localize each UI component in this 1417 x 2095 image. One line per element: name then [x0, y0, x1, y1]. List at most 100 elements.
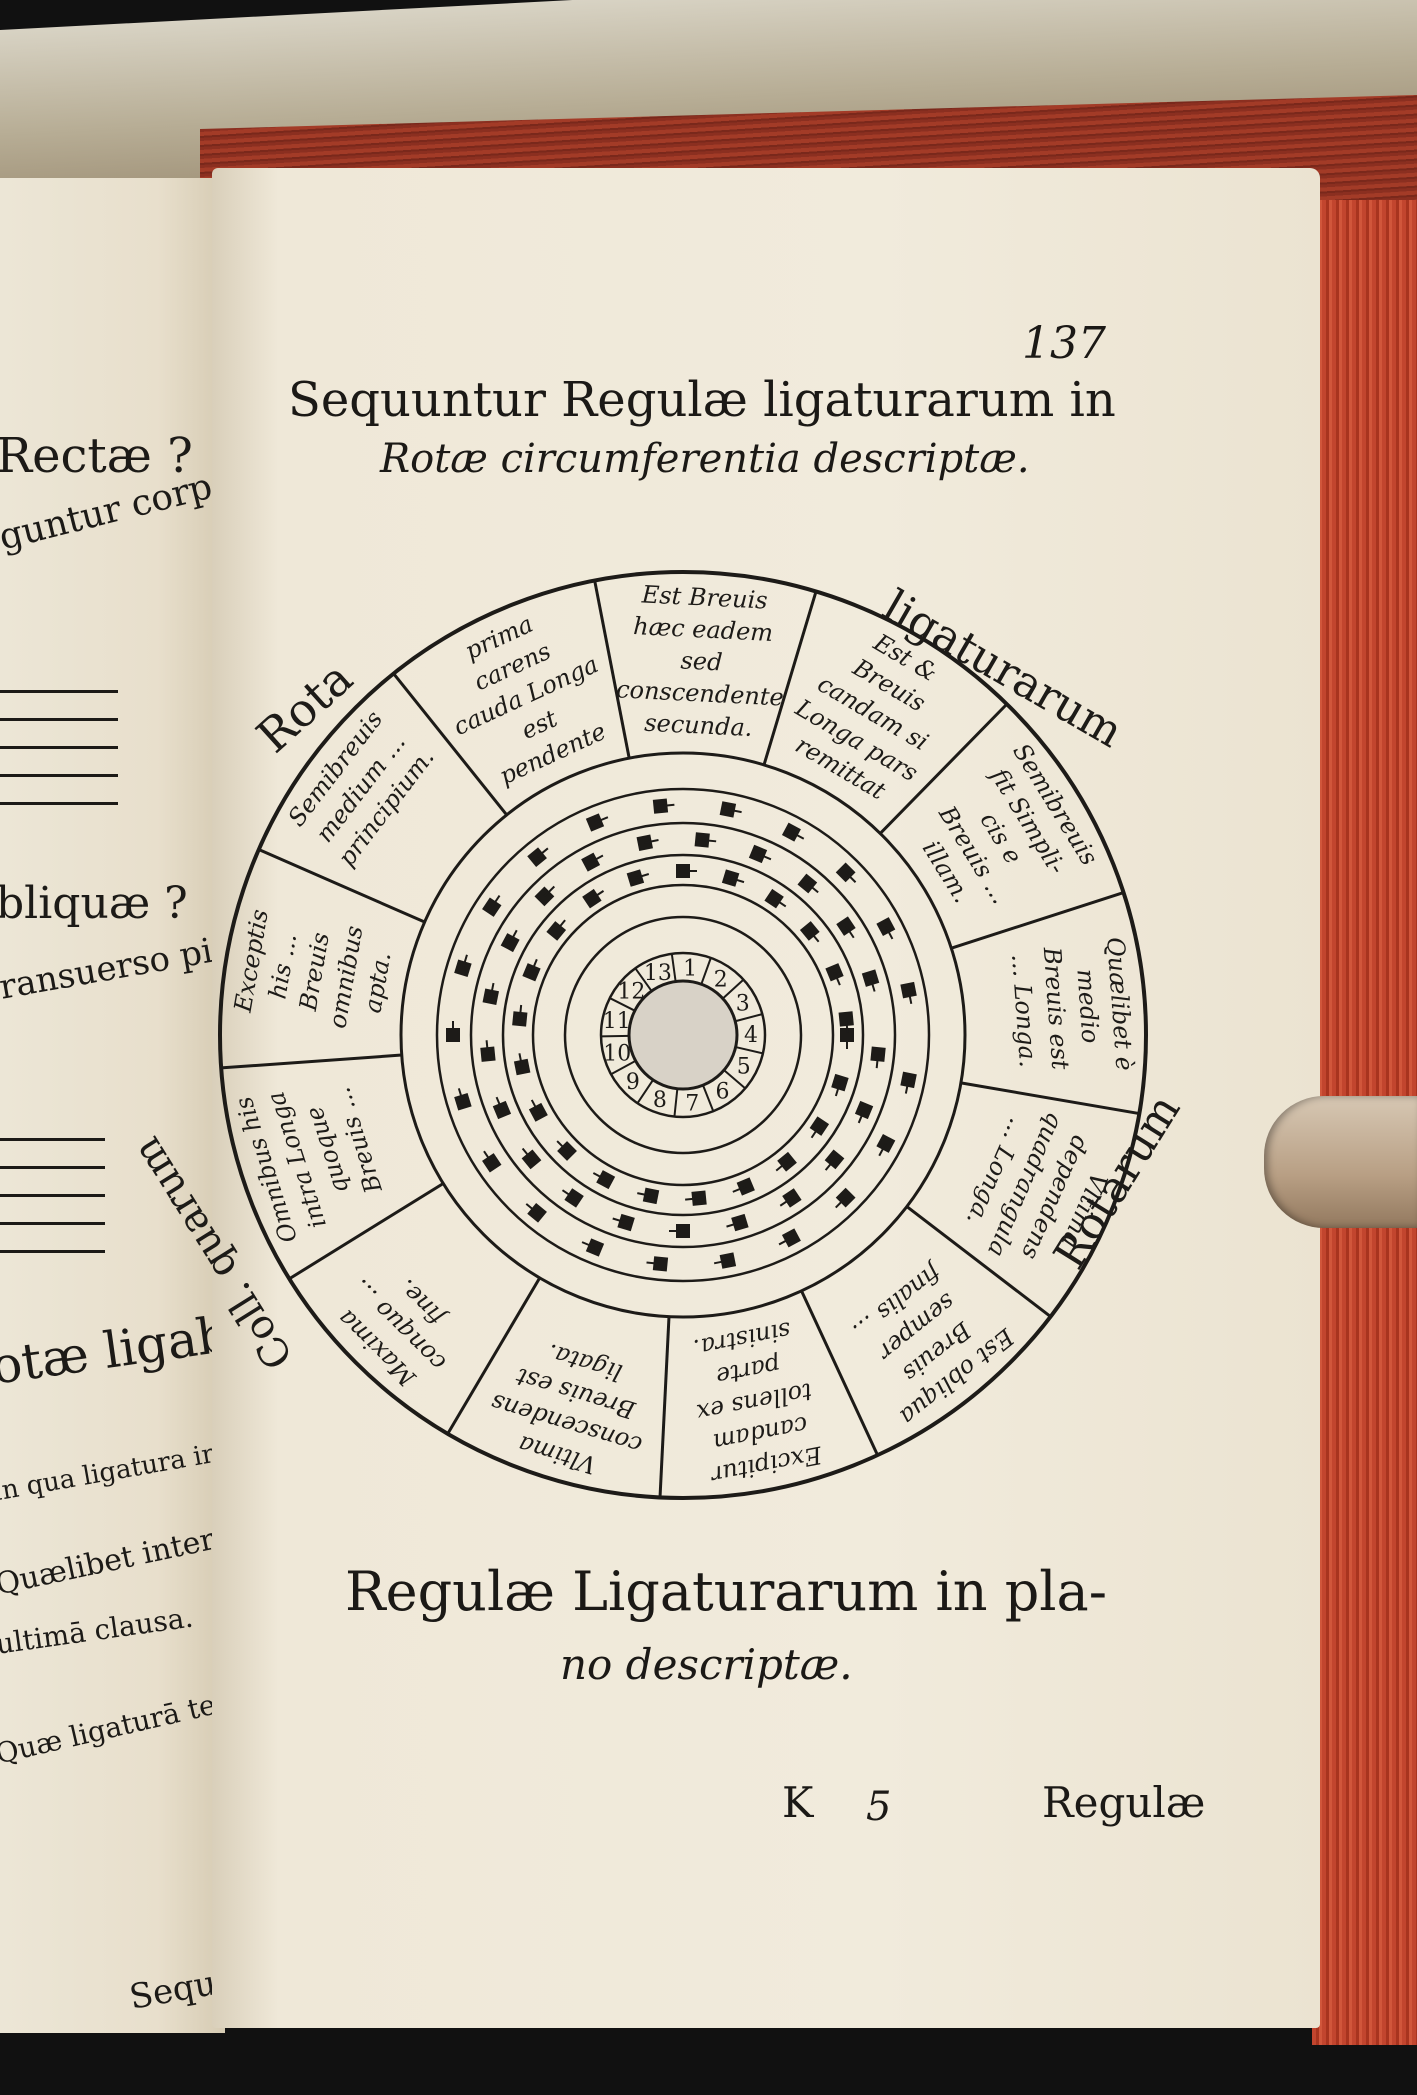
- right-page: [212, 168, 1320, 2028]
- ligature-note-stem: [845, 1018, 849, 1033]
- wheel-number: 8: [653, 1088, 667, 1113]
- ligature-note-stem: [779, 1197, 793, 1207]
- ligature-note-stem: [509, 929, 518, 944]
- wheel-segment-line: ... Longa.: [1006, 953, 1042, 1068]
- wheel-number-divider: [722, 978, 745, 1000]
- ligature-note-stem: [461, 954, 468, 969]
- wheel-ring-3: [501, 853, 865, 1217]
- wheel-number: 11: [603, 1009, 631, 1034]
- signature-number: 5: [866, 1784, 892, 1830]
- ligature-note-stem: [561, 1189, 575, 1199]
- ligature-note-stem: [904, 1079, 910, 1094]
- ligature-note-stem: [521, 1147, 533, 1160]
- ligature-note-stem: [835, 1196, 847, 1209]
- page-subtitle: Rotæ circumferentia descriptæ.: [380, 436, 1030, 482]
- wheel-number-divider: [734, 1013, 763, 1023]
- wheel-number: 2: [714, 967, 728, 992]
- wheel-number: 10: [603, 1041, 631, 1066]
- wheel-outer-ring: [218, 570, 1148, 1500]
- wheel-number-divider: [610, 1059, 637, 1076]
- ligature-note-stem: [594, 816, 609, 824]
- ligature-note-stem: [581, 1241, 596, 1249]
- wheel-spokes: [221, 580, 1140, 1498]
- ligature-note-stem: [806, 882, 819, 894]
- wheel-segment: Est obliquaBreuissemperfinalis ...: [847, 1257, 1019, 1430]
- ligature-note-stem: [644, 839, 659, 844]
- signature-letter: K: [782, 1778, 814, 1827]
- ligature-note-stem: [483, 1150, 493, 1164]
- ligature-note-stem: [646, 1261, 661, 1265]
- ligature-note-stem: [525, 1203, 538, 1214]
- wheel-number: 5: [737, 1055, 751, 1080]
- wheel-ring-4: [531, 883, 835, 1187]
- wheel-number-divider: [700, 957, 712, 985]
- wheel-number-ring: [599, 951, 767, 1119]
- wheel-number-divider: [609, 997, 636, 1012]
- wheel-segment-line: Quælibet è: [1101, 936, 1138, 1072]
- ligature-note-stem: [878, 1142, 887, 1157]
- ligature-note-stem: [834, 1082, 841, 1097]
- ligature-note-stem: [702, 838, 717, 843]
- ligature-note-stem: [732, 1185, 747, 1193]
- ligature-note-stem: [490, 895, 501, 908]
- ligature-note-stem: [518, 1053, 524, 1068]
- ligature-note-stem: [457, 1088, 464, 1103]
- ligature-note-stem: [727, 808, 742, 814]
- ligature-note-stem: [833, 971, 841, 986]
- wheel-ligature-notation: [446, 798, 917, 1272]
- ligature-note-stem: [869, 977, 876, 992]
- ligature-note-stem: [907, 989, 913, 1005]
- wheel-spoke: [960, 1081, 1140, 1116]
- wheel-segment-line: conscendente: [616, 675, 785, 711]
- wheel-number-divider: [702, 1084, 715, 1112]
- wheel-number-divider: [735, 1046, 764, 1055]
- ligature-note-stem: [495, 1096, 503, 1111]
- ligature-note-stem: [590, 854, 604, 864]
- footer-subheading: no descriptæ.: [560, 1640, 853, 1689]
- wheel-ring-5: [563, 915, 803, 1155]
- wheel-segment-line: Breuis est: [1038, 945, 1075, 1071]
- wheel-ring-1: [435, 787, 931, 1283]
- wheel-number: 3: [736, 991, 750, 1016]
- ligature-note-stem: [635, 873, 650, 880]
- catchword: Regulæ: [1042, 1778, 1206, 1827]
- ligature-note-stem: [660, 803, 675, 808]
- left-line-3: bliquæ ?: [0, 878, 188, 929]
- wheel-number: 6: [716, 1079, 730, 1104]
- ligature-note-stem: [775, 1161, 788, 1172]
- page-title: Sequuntur Regulæ ligaturarum in: [288, 372, 1116, 428]
- wheel-number: 1: [683, 956, 697, 981]
- wheel-spoke: [658, 1316, 671, 1498]
- wheel-spoke: [905, 1205, 1052, 1318]
- wheel-number-divider: [634, 967, 653, 992]
- page-number: 137: [1022, 318, 1106, 369]
- ligature-note-stem: [810, 1125, 821, 1139]
- ligature-note-stem: [518, 1004, 523, 1020]
- wheel-segment-line: medio: [1071, 968, 1104, 1044]
- ligature-note-stem: [790, 831, 805, 840]
- ligature-note-stem: [857, 1109, 866, 1124]
- wheel-number: 9: [626, 1070, 640, 1095]
- wheel-segment-line: sed: [680, 646, 723, 676]
- wheel-number: 4: [744, 1023, 758, 1048]
- ligature-note-stem: [713, 1259, 729, 1265]
- ligature-note-stem: [845, 925, 855, 939]
- ligature-note-stem: [884, 926, 894, 940]
- wheel-spoke: [879, 703, 1008, 835]
- wheel-number: 13: [644, 961, 672, 986]
- ligature-note-stem: [757, 852, 772, 861]
- ligature-note-stem: [536, 847, 549, 858]
- wheel-spoke: [392, 672, 508, 816]
